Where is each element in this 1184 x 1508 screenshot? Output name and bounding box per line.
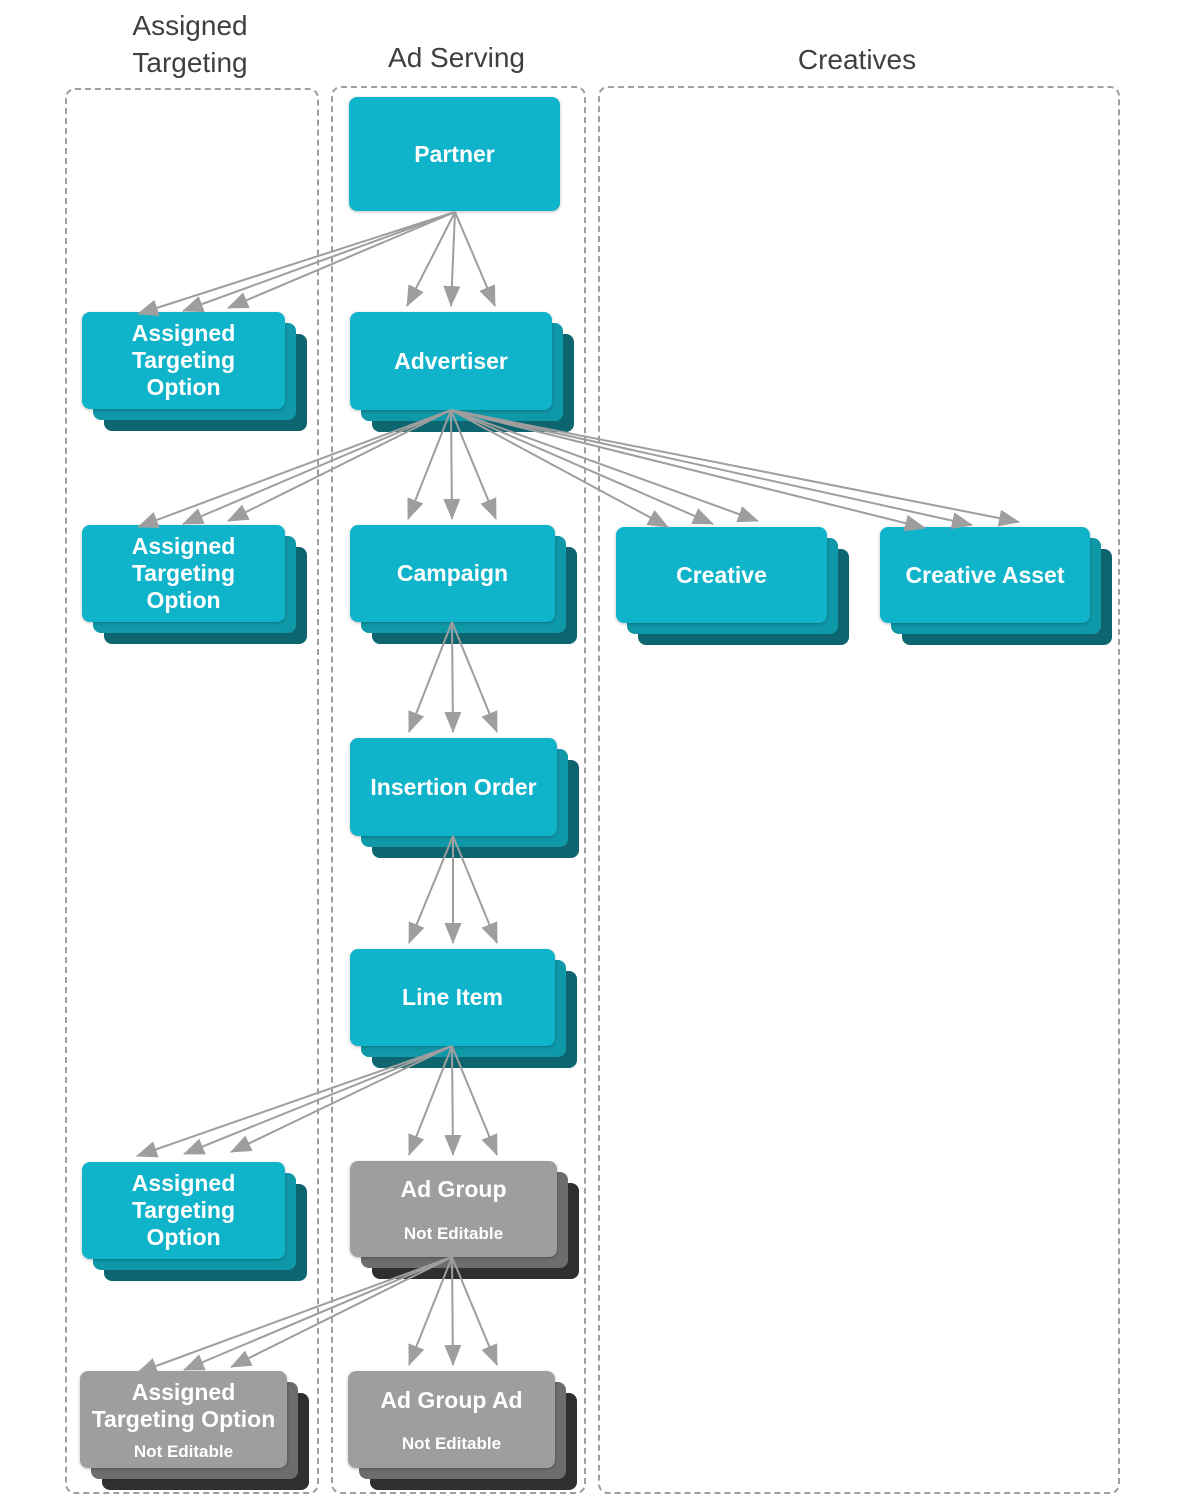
node-label: Assigned Targeting Option xyxy=(131,533,236,613)
node-assigned-targeting-option-line-item: Assigned Targeting Option xyxy=(82,1162,307,1281)
column-title-creatives: Creatives xyxy=(797,44,917,75)
node-assigned-targeting-option-partner: Assigned Targeting Option xyxy=(82,312,307,431)
node-label: Campaign xyxy=(396,560,509,587)
node-label: Line Item xyxy=(402,984,503,1011)
node-label: Ad Group Ad xyxy=(380,1386,523,1413)
node-label: Ad Group xyxy=(400,1176,507,1203)
column-ad-serving xyxy=(331,86,586,1494)
column-assigned-targeting xyxy=(65,88,319,1494)
node-label: Advertiser xyxy=(394,347,508,374)
column-title-ad-serving: Ad Serving xyxy=(388,42,525,73)
node-label: Assigned Targeting Option xyxy=(131,320,236,400)
column-creatives xyxy=(598,86,1120,1494)
node-label: Creative xyxy=(676,561,767,588)
node-label: Insertion Order xyxy=(370,773,537,800)
node-sublabel: Not Editable xyxy=(133,1441,234,1461)
node-label: Assigned Targeting Option xyxy=(91,1379,276,1432)
node-sublabel: Not Editable xyxy=(403,1223,504,1243)
node-campaign: Campaign xyxy=(350,525,577,644)
node-assigned-targeting-option-ad-group: Assigned Targeting Option Not Editable xyxy=(80,1371,309,1490)
node-line-item: Line Item xyxy=(350,949,577,1068)
node-label: Partner xyxy=(414,140,495,167)
node-creative: Creative xyxy=(616,527,849,645)
node-assigned-targeting-option-advertiser: Assigned Targeting Option xyxy=(82,525,307,644)
node-creative-asset: Creative Asset xyxy=(880,527,1112,645)
node-label: Creative Asset xyxy=(905,561,1065,588)
node-partner: Partner xyxy=(349,97,560,211)
node-label: Assigned Targeting Option xyxy=(131,1170,236,1250)
node-advertiser: Advertiser xyxy=(350,312,574,432)
node-insertion-order: Insertion Order xyxy=(350,738,579,858)
node-sublabel: Not Editable xyxy=(401,1434,502,1454)
node-ad-group: Ad Group Not Editable xyxy=(350,1161,579,1279)
column-title-assigned-targeting: Assigned Targeting xyxy=(132,10,248,78)
node-ad-group-ad: Ad Group Ad Not Editable xyxy=(348,1371,577,1490)
